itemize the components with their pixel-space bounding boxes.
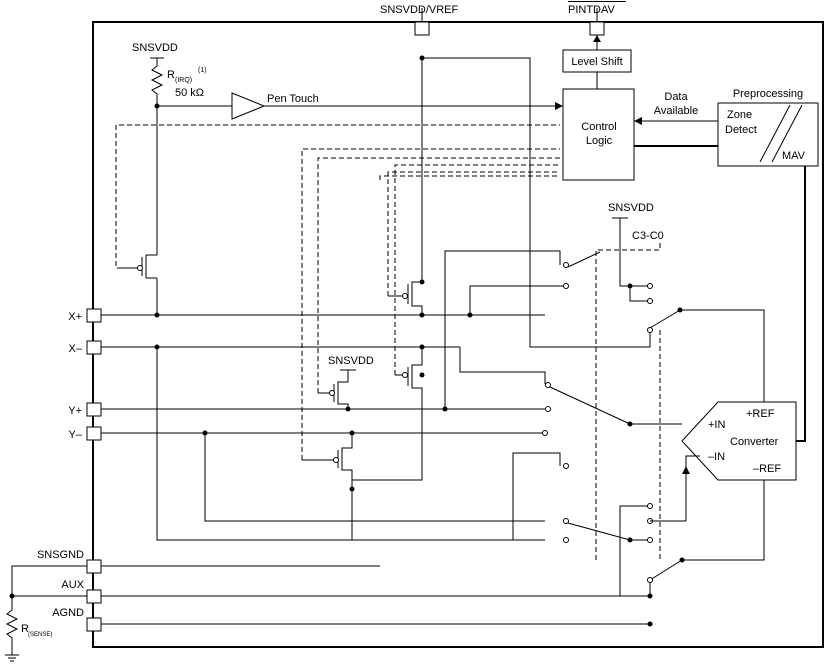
pin-x-minus-label: X–	[69, 343, 83, 355]
preprocessing-block	[717, 102, 819, 167]
converter-label: Converter	[730, 436, 779, 448]
pin-snsvdd-vref-label: SNSVDD/VREF	[380, 4, 459, 16]
arrow-up-icon	[593, 35, 601, 42]
pin-snsvdd-vref	[414, 21, 430, 36]
zone-detect-label-1: Zone	[727, 109, 752, 121]
pen-touch-arrow-icon	[555, 102, 563, 110]
r-irq-resistor	[150, 65, 164, 106]
data-available-label-1: Data	[664, 91, 688, 103]
r-sense-label: R	[21, 623, 29, 635]
plus-ref-label: +REF	[746, 408, 775, 420]
pin-aux	[86, 589, 102, 604]
r-irq-note: (1)	[198, 67, 207, 74]
c3c0-label: C3-C0	[632, 230, 664, 242]
data-available-label-2: Available	[654, 105, 698, 117]
r-sense-resistor	[5, 609, 19, 655]
ref-arrow-icon	[682, 466, 690, 474]
pin-aux-label: AUX	[61, 579, 84, 591]
preprocessing-label: Preprocessing	[733, 88, 803, 100]
snsvdd-switch-label: SNSVDD	[608, 202, 654, 214]
data-arrow-icon	[634, 117, 642, 125]
minus-in-label: –IN	[708, 451, 725, 463]
control-logic-label-2: Logic	[586, 135, 613, 147]
level-shift-label: Level Shift	[571, 56, 622, 68]
pin-x-minus	[86, 340, 102, 355]
pen-touch-label: Pen Touch	[267, 93, 319, 105]
pin-pintdav	[589, 21, 605, 36]
pin-x-plus-label: X+	[68, 311, 82, 323]
snsvdd-fet-label: SNSVDD	[328, 355, 374, 367]
pin-y-minus	[86, 426, 102, 441]
pen-touch-buffer	[231, 92, 266, 120]
minus-ref-label: –REF	[753, 463, 781, 475]
pin-y-plus	[86, 402, 102, 417]
pin-pintdav-label: PINTDAV	[568, 4, 616, 16]
r-sense-sub: (SENSE)	[28, 632, 52, 638]
r-irq-label: R	[167, 69, 175, 81]
pin-x-plus	[86, 308, 102, 323]
r-irq-sub: (IRQ)	[175, 77, 192, 84]
pin-snsgnd-label: SNSGND	[37, 549, 84, 561]
pin-snsgnd	[86, 559, 102, 574]
control-logic-block	[562, 88, 635, 181]
snsvdd-resistor-label: SNSVDD	[132, 42, 178, 54]
pin-y-plus-label: Y+	[68, 405, 82, 417]
pin-y-minus-label: Y–	[69, 429, 83, 441]
control-logic-label-1: Control	[581, 121, 616, 133]
chip-outline	[92, 21, 824, 648]
mav-label: MAV	[782, 150, 806, 162]
pin-agnd-label: AGND	[52, 607, 84, 619]
r-irq-value: 50 kΩ	[175, 87, 204, 99]
pin-agnd	[86, 617, 102, 632]
converter-block	[681, 401, 797, 481]
zone-detect-label-2: Detect	[725, 124, 757, 136]
plus-in-label: +IN	[708, 419, 725, 431]
